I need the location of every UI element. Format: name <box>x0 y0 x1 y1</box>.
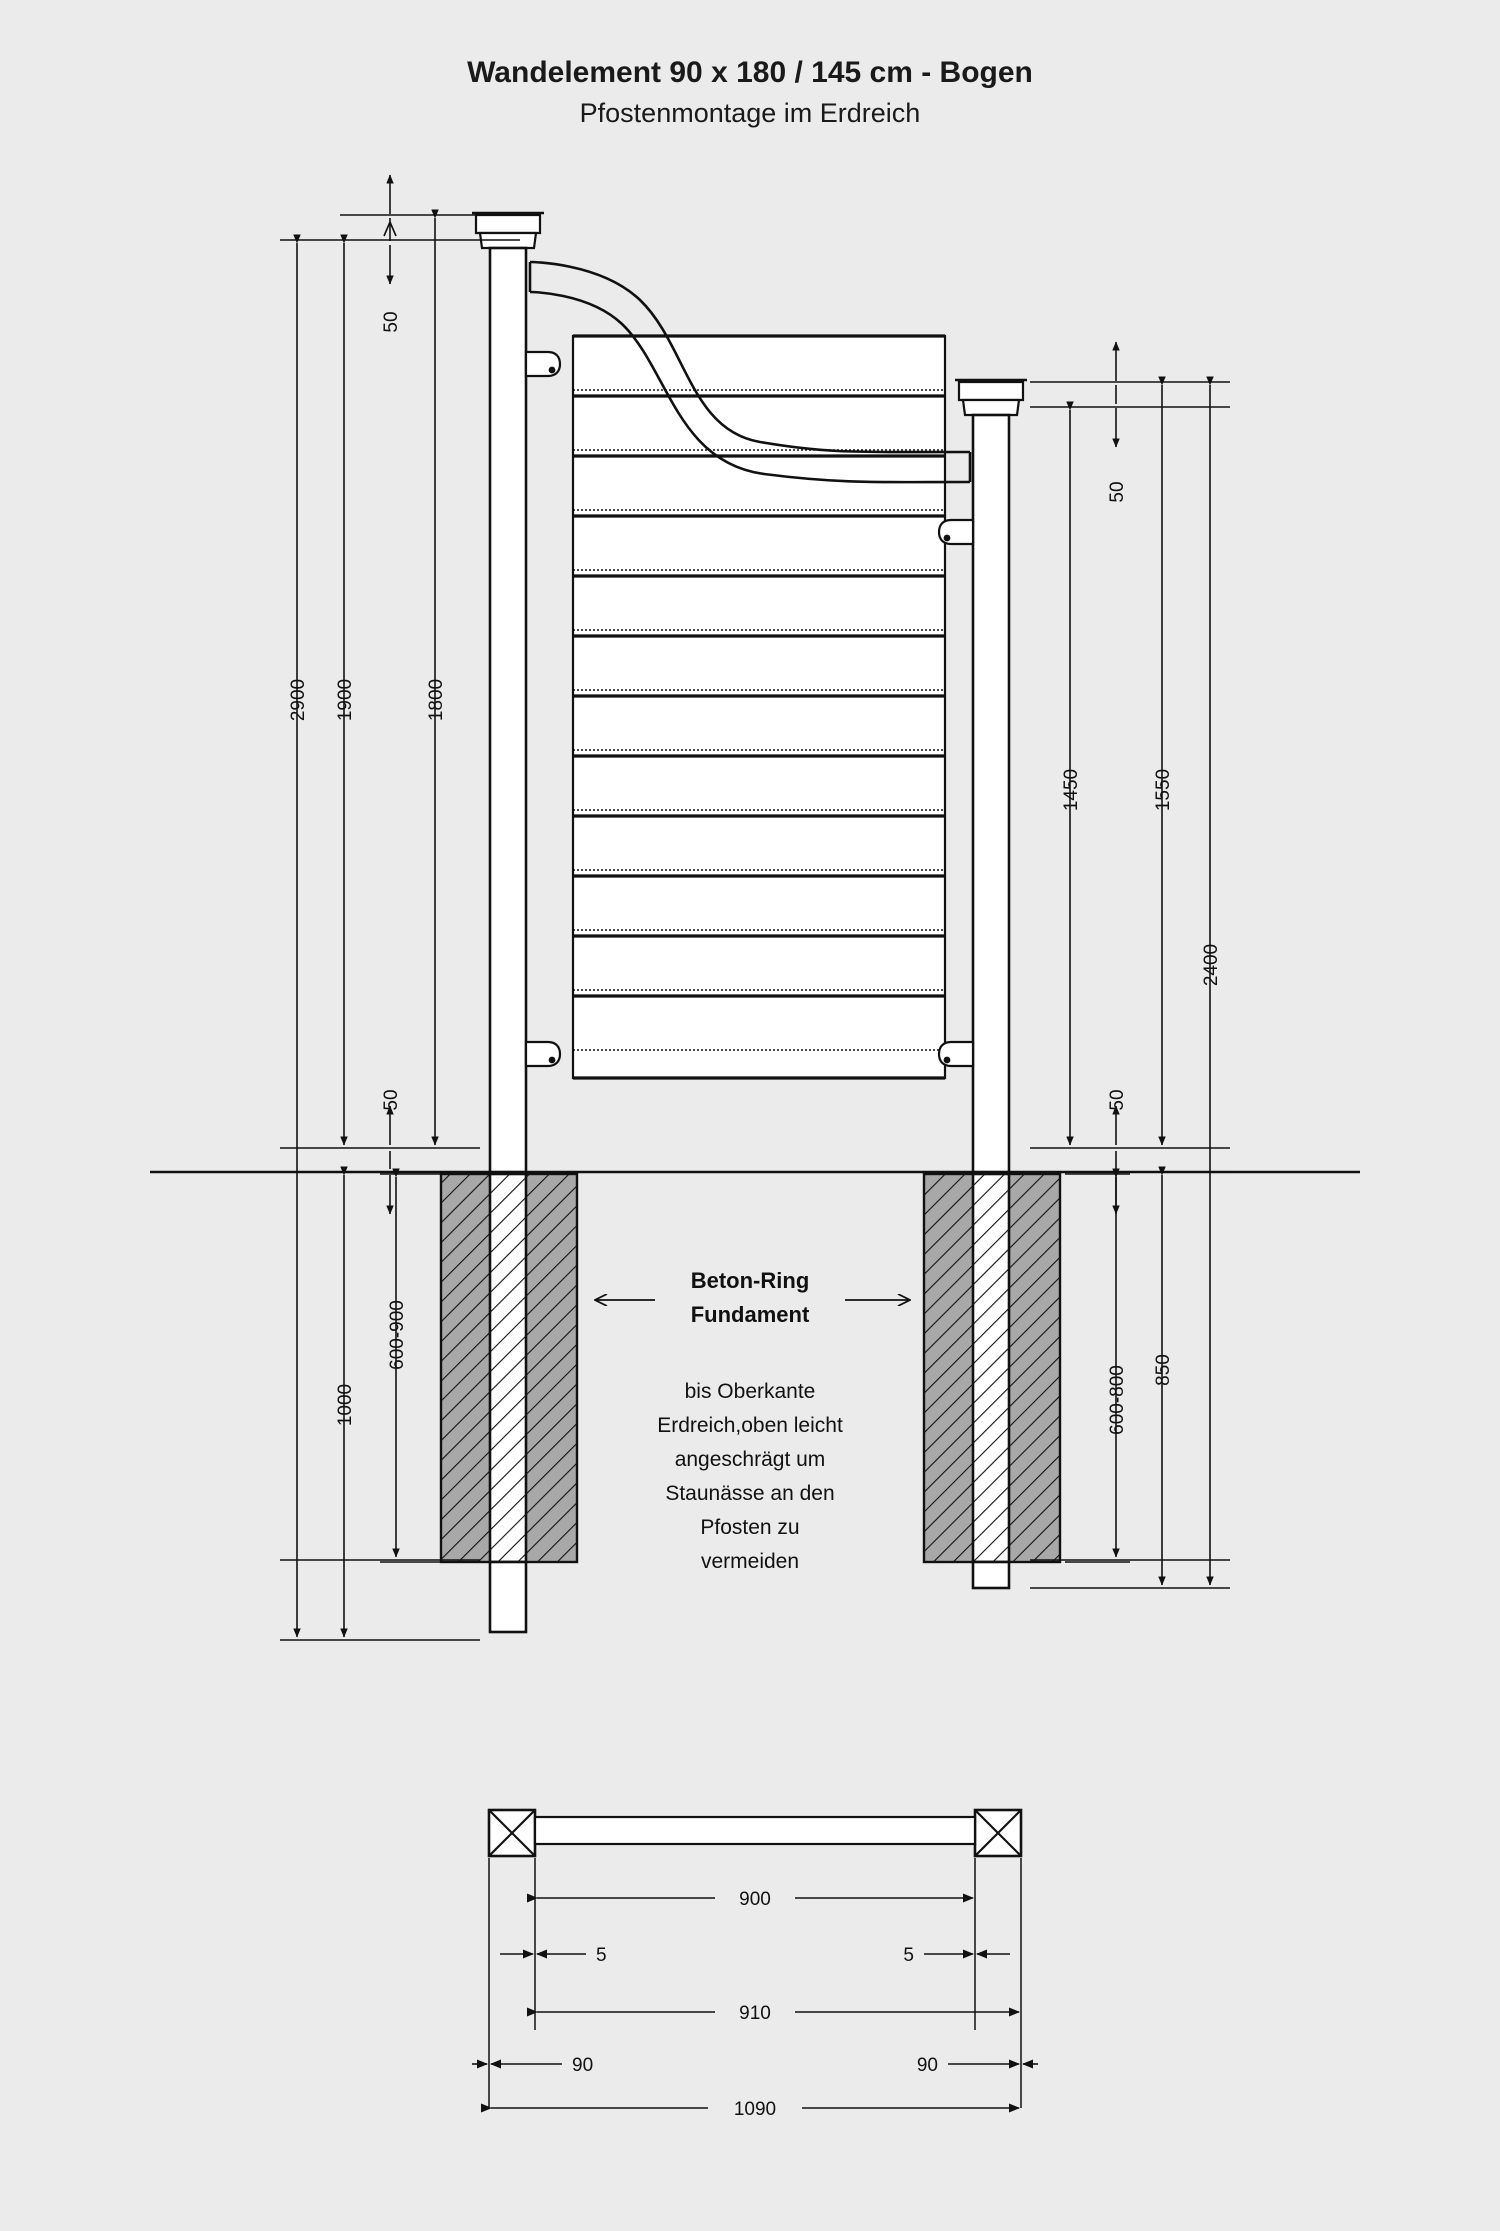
dim-600-800: 600-800 <box>1107 1365 1128 1435</box>
elevation-view: 2900 1900 1800 50 50 1000 600-900 <box>150 174 1360 1641</box>
callout-note-3: angeschrägt um <box>675 1448 826 1471</box>
plan-post-right <box>973 1808 1023 1858</box>
dim-1550: 1550 <box>1153 769 1174 811</box>
wall-panel <box>571 334 947 1080</box>
dim-1900: 1900 <box>335 679 356 721</box>
callout-heading-line1: Beton-Ring <box>691 1268 810 1293</box>
dim-1000: 1000 <box>335 1384 356 1426</box>
dim-2400: 2400 <box>1201 944 1222 986</box>
dim-plan-910: 910 <box>739 2003 771 2024</box>
plan-dim-1090: 1090 <box>481 2094 1020 2120</box>
callout-note-1: bis Oberkante <box>685 1380 816 1403</box>
plan-post-left <box>487 1808 537 1858</box>
plan-dim-5-right: 5 <box>903 1945 1010 1966</box>
foundation-callout: Beton-Ring Fundament bis Oberkante Erdre… <box>595 1268 910 1573</box>
plan-panel <box>533 1815 977 1846</box>
dim-50-top-left: 50 <box>381 311 402 332</box>
dim-plan-5-left: 5 <box>596 1945 607 1966</box>
right-dimension-labels: 1450 1550 2400 50 50 600-800 850 <box>1061 481 1222 1434</box>
plan-dim-900: 900 <box>527 1884 974 1910</box>
plan-extension-lines <box>488 1858 1022 2108</box>
callout-note-4: Staunässe an den <box>665 1482 834 1505</box>
plan-dim-90-left: 90 <box>472 2055 593 2076</box>
drawing-title: Wandelement 90 x 180 / 145 cm - Bogen <box>467 56 1033 89</box>
right-dimension-group <box>1030 341 1230 1589</box>
plan-dim-5-left: 5 <box>500 1945 607 1966</box>
callout-heading-line2: Fundament <box>691 1302 810 1327</box>
callout-note-2: Erdreich,oben leicht <box>657 1414 843 1437</box>
dim-plan-90-left: 90 <box>572 2055 593 2076</box>
dim-50-bottom-left: 50 <box>381 1089 402 1110</box>
callout-note-6: vermeiden <box>701 1550 799 1573</box>
left-dimension-labels: 2900 1900 1800 50 50 1000 600-900 <box>288 311 447 1426</box>
plan-dim-90-right: 90 <box>917 2055 1038 2076</box>
post-right <box>937 378 1027 1590</box>
left-dimension-group <box>280 174 530 1641</box>
dim-1450: 1450 <box>1061 769 1082 811</box>
dim-600-900: 600-900 <box>387 1300 408 1370</box>
dim-850: 850 <box>1153 1354 1174 1386</box>
dim-plan-1090: 1090 <box>734 2099 776 2120</box>
arch-bogen <box>528 260 972 484</box>
dim-50-top-right: 50 <box>1107 481 1128 502</box>
callout-note-5: Pfosten zu <box>700 1516 799 1539</box>
dim-50-bottom-right: 50 <box>1107 1089 1128 1110</box>
dim-plan-900: 900 <box>739 1889 771 1910</box>
post-left <box>472 211 562 1634</box>
plan-dim-910: 910 <box>527 1998 1020 2024</box>
dim-plan-5-right: 5 <box>903 1945 914 1966</box>
dim-1800: 1800 <box>426 679 447 721</box>
dim-2900: 2900 <box>288 679 309 721</box>
dim-plan-90-right: 90 <box>917 2055 938 2076</box>
drawing-subtitle: Pfostenmontage im Erdreich <box>580 98 921 128</box>
plan-view: 900 5 5 910 90 <box>472 1808 1038 2120</box>
